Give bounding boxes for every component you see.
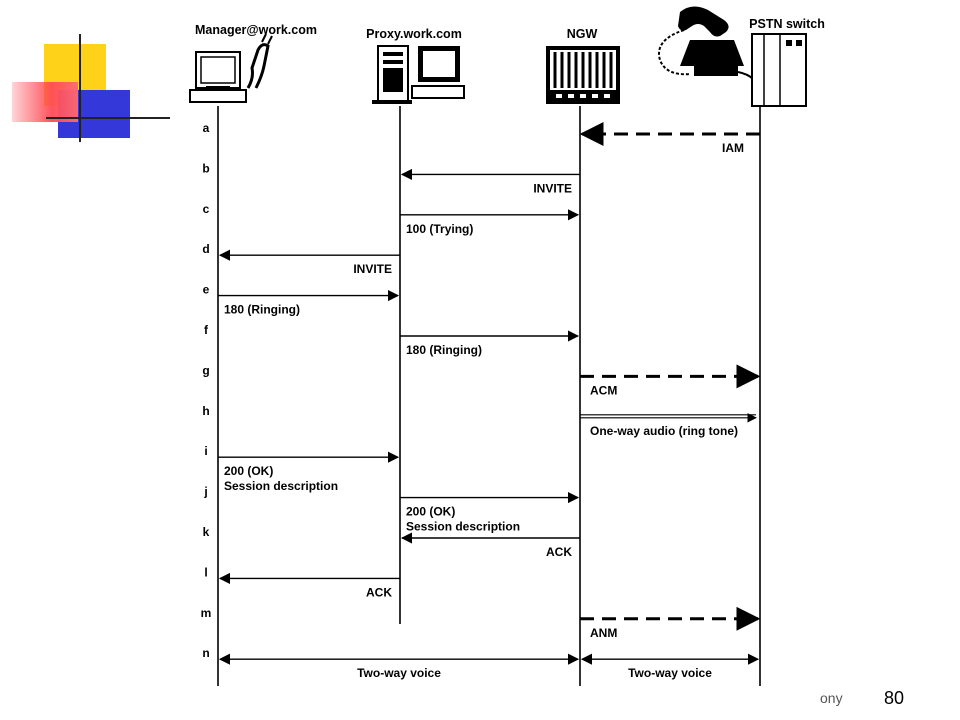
- participant-label-proxy: Proxy.work.com: [366, 27, 462, 41]
- step-label-e: e: [203, 283, 210, 297]
- step-label-l: l: [204, 565, 207, 579]
- message-label: One-way audio (ring tone): [590, 424, 738, 438]
- message-j: 200 (OK)Session description: [400, 492, 580, 534]
- step-label-g: g: [202, 363, 209, 377]
- footer-title-fragment: ony: [820, 690, 843, 706]
- message-label: 180 (Ringing): [224, 303, 300, 317]
- step-label-n: n: [202, 646, 209, 660]
- step-label-c: c: [203, 202, 210, 216]
- message-b: INVITE: [400, 168, 580, 195]
- message-c: 100 (Trying): [400, 209, 580, 236]
- message-l: ACK: [218, 572, 400, 599]
- message-label: ACK: [366, 585, 392, 599]
- message-label: 100 (Trying): [406, 222, 473, 236]
- message-label: Session description: [406, 520, 520, 534]
- message-label: ACM: [590, 383, 617, 397]
- message-n-right: Two-way voice: [580, 653, 760, 680]
- message-label: Two-way voice: [357, 666, 441, 680]
- step-label-i: i: [204, 444, 207, 458]
- deco-vertical-rule: [79, 34, 81, 142]
- message-label: Two-way voice: [628, 666, 712, 680]
- step-label-h: h: [202, 404, 209, 418]
- message-h: One-way audio (ring tone): [580, 412, 757, 438]
- message-label: 200 (OK): [406, 505, 455, 519]
- message-g: ACM: [580, 364, 761, 397]
- participant-label-manager: Manager@work.com: [195, 23, 317, 37]
- message-label: INVITE: [353, 262, 392, 276]
- deco-red-block: [12, 82, 78, 122]
- message-label: ANM: [590, 626, 617, 640]
- step-label-f: f: [204, 323, 209, 337]
- participant-label-pstn: PSTN switch: [749, 17, 825, 31]
- server-computer-icon: [372, 45, 465, 104]
- message-n: Two-way voice: [218, 653, 580, 680]
- participant-label-ngw: NGW: [567, 27, 598, 41]
- pstn-switch-cabinet-icon: [751, 33, 807, 107]
- message-label: Session description: [224, 479, 338, 493]
- step-label-b: b: [202, 161, 209, 175]
- message-label: IAM: [722, 141, 744, 155]
- message-label: 180 (Ringing): [406, 343, 482, 357]
- message-e: 180 (Ringing): [218, 290, 400, 317]
- step-label-j: j: [203, 485, 207, 499]
- message-i: 200 (OK)Session description: [218, 451, 400, 493]
- workstation-phone-icon: [189, 33, 273, 103]
- message-f: 180 (Ringing): [400, 330, 580, 357]
- message-label: INVITE: [533, 181, 572, 195]
- slide-page-number: 80: [884, 688, 905, 708]
- message-m: ANM: [580, 606, 761, 640]
- message-d: INVITE: [218, 249, 400, 276]
- message-a: IAM: [579, 122, 760, 155]
- step-label-a: a: [203, 121, 210, 135]
- message-label: ACK: [546, 545, 572, 559]
- message-k: ACK: [400, 532, 580, 559]
- step-label-k: k: [203, 525, 210, 539]
- message-label: 200 (OK): [224, 464, 273, 478]
- network-gateway-icon: [546, 46, 620, 104]
- deco-horizontal-rule: [46, 117, 170, 119]
- step-label-m: m: [201, 606, 212, 620]
- step-label-d: d: [202, 242, 209, 256]
